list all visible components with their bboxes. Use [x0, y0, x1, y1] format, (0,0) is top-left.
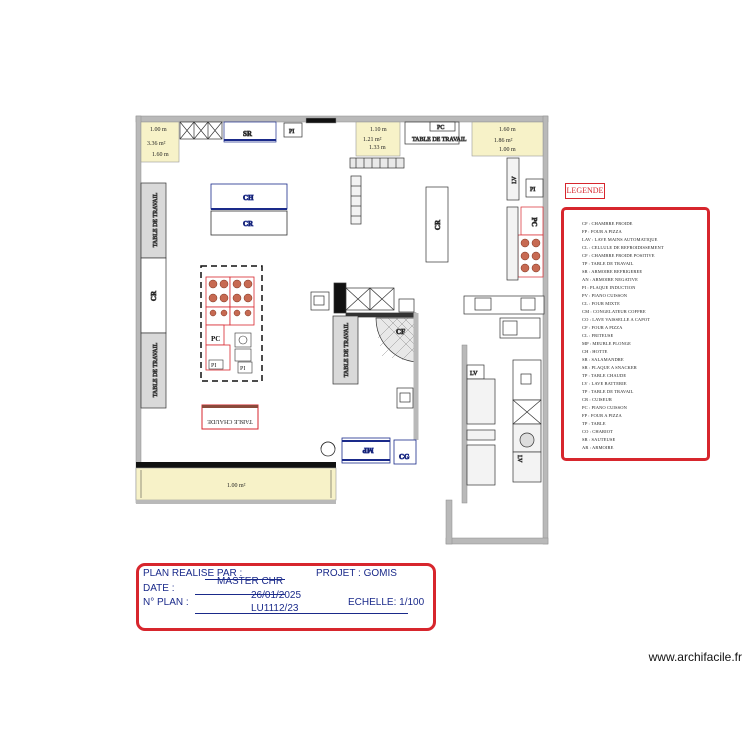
legend-item: SR : PLAQUE A SNACKER [582, 365, 637, 370]
room-top-right: 1.60 m 1.86 m² 1.00 m [471, 121, 544, 157]
top-equipment: SR PI PC TABLE DE TRAVAIL [179, 121, 467, 225]
legend-item: CF : CHAMBRE FROIDE POSITIVE [582, 253, 655, 258]
legend-item: AR : ARMOIRE [582, 445, 614, 450]
right-column-equipment: CR LV PI PC LV LV [425, 157, 545, 486]
date-label: DATE : [143, 583, 175, 594]
legend-item: CH : HOTTE [582, 349, 608, 354]
legend-item: PV : PIANO CUISSON [582, 293, 628, 298]
divider [195, 613, 408, 614]
legend-item: FP : FOUR A PIZZA [582, 229, 622, 234]
plan-realise-par-label: PLAN REALISE PAR : [143, 568, 243, 579]
dim-label-5: 1.60 m [499, 127, 516, 133]
lv-label: LV [512, 176, 518, 184]
legend-item: SR : SALAMANDRE [582, 357, 624, 362]
area-label-2: 1.21 m² [363, 137, 382, 143]
bottom-hallway: 1.00 m² [135, 462, 337, 504]
table-travail-left-1: TABLE DE TRAVAIL [153, 192, 159, 247]
sr-label: SR [243, 130, 253, 138]
table-travail-center: TABLE DE TRAVAIL [344, 322, 350, 377]
legend-item: LV : LAVE BATTERIE [582, 381, 627, 386]
scale-label: ECHELLE: 1/100 [348, 597, 425, 608]
projet-label: PROJET : GOMIS [316, 568, 397, 579]
divider [205, 579, 285, 580]
legend-item: CF : CHAMBRE FROIDE [582, 221, 633, 226]
pi-label-low: PI [240, 366, 245, 372]
legend-item: TP : TABLE CHAUDE [582, 373, 627, 378]
hall-area: 1.00 m² [227, 483, 246, 489]
ch-label-top: CH [243, 194, 254, 202]
legend-item: CL : CELLULE DE REFROIDISSEMENT [582, 245, 664, 250]
cg-label-bottom: CG [399, 453, 410, 461]
bottom-appliances: MP CG [320, 437, 417, 465]
legend-item: TP : TABLE DE TRAVAIL [582, 389, 634, 394]
legend-item: TP : TABLE [582, 421, 606, 426]
pi-label-mid: PI [211, 363, 216, 369]
lv-label-right: LV [516, 455, 522, 463]
room-top-mid: 1.10 m 1.21 m² 1.33 m [355, 121, 401, 157]
table-travail-top-right: TABLE DE TRAVAIL [412, 137, 467, 143]
pc-label-right: PC [530, 217, 538, 226]
divider [195, 594, 285, 595]
legend-item: CL : FRITEUSE [582, 333, 614, 338]
legend-item: TP : TABLE DE TRAVAIL [582, 261, 634, 266]
island-top: CH CR [210, 183, 288, 236]
legend-item: MP : MEUBLE PLONGE [582, 341, 632, 346]
pc-label-center: PC [211, 335, 220, 343]
legend-item: FP : FOUR A PIZZA [582, 413, 622, 418]
legend-item: CR : CUISEUR [582, 397, 612, 402]
cooking-island: PC PI PI [200, 265, 263, 382]
plan-number-value: LU1112/23 [251, 603, 299, 614]
table-chaude: TABLE CHAUDE [201, 404, 259, 430]
legend-item: CO : CHARIOT [582, 429, 613, 434]
legend-item: CL : FOUR MIXTE [582, 301, 620, 306]
title-block: PLAN REALISE PAR : PROJET : GOMIS MASTER… [136, 563, 436, 631]
legend-item: CO : LAVE VAISSELLE A CAPOT [582, 317, 651, 322]
legend-item: CM : CONGELATEUR COFFRE [582, 309, 646, 314]
legend-item: SR : ARMOIRE REFRIGEREE [582, 269, 643, 274]
cr-label-left: CR [150, 290, 158, 301]
area-label: 3.36 m² [147, 141, 166, 147]
table-travail-left-2: TABLE DE TRAVAIL [153, 342, 159, 397]
cr-label-right: CR [434, 219, 442, 230]
pi-label-1: PI [289, 129, 294, 135]
mp-label: MP [362, 446, 374, 454]
dim-label-2: 1.60 m [152, 152, 169, 158]
cf-label: CF [396, 328, 405, 336]
pc-label-top: PC [437, 125, 444, 131]
legend-item: SR : SAUTEUSE [582, 437, 616, 442]
legend-box: CF : CHAMBRE FROIDE FP : FOUR A PIZZA LA… [561, 207, 710, 461]
dim-label-6: 1.00 m [499, 147, 516, 153]
date-value: 26/01/2025 [251, 590, 302, 601]
plan-realise-par-value: MASTER CHR [217, 576, 284, 587]
dim-label-4: 1.33 m [369, 145, 386, 151]
center-right-block: TABLE DE TRAVAIL CF [310, 282, 419, 440]
legend-item: CF : FOUR A PIZZA [582, 325, 623, 330]
lv-label-2: LV [470, 371, 478, 377]
walls [135, 115, 549, 545]
plan-number-label: N° PLAN : [143, 597, 189, 608]
legend-item: LAV : LAVE MAINS AUTOMATIQUE [582, 237, 658, 242]
area-label-3: 1.86 m² [494, 138, 513, 144]
dim-label: 1.00 m [150, 127, 167, 133]
left-equipment: TABLE DE TRAVAIL CR TABLE DE TRAVAIL [140, 182, 167, 409]
legend-item: AN : ARMOIRE NEGATIVE [582, 277, 638, 282]
table-chaude-label: TABLE CHAUDE [207, 418, 253, 424]
cr-label-top: CR [243, 220, 254, 228]
pi-label-right: PI [530, 187, 535, 193]
room-top-left: 1.00 m 3.36 m² 1.60 m [140, 121, 180, 163]
legend-item: PI : PLAQUE INDUCTION [582, 285, 636, 290]
legend-item: PC : PIANO CUISSON [582, 405, 627, 410]
legend-title: LEGENDE [565, 183, 605, 199]
dim-label-3: 1.10 m [370, 127, 387, 133]
watermark: www.archifacile.fr [648, 650, 742, 664]
